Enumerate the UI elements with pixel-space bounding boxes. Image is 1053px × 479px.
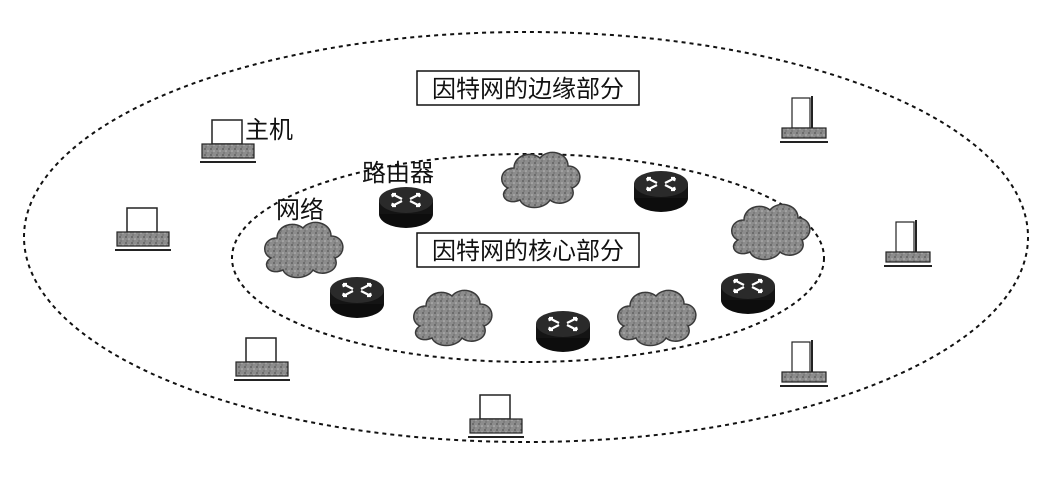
core-boundary (231, 153, 825, 363)
router-icon (328, 275, 386, 320)
host-label: 主机 (245, 116, 293, 144)
core-title-box: 因特网的核心部分 (416, 232, 640, 268)
router-icon (719, 271, 777, 316)
server-icon (779, 95, 829, 143)
network-cloud-icon (617, 289, 697, 347)
network-cloud-icon (501, 151, 581, 209)
host-icon (114, 207, 172, 251)
server-icon (883, 219, 933, 267)
host-icon (467, 394, 525, 438)
router-icon (377, 185, 435, 230)
network-cloud-icon (413, 289, 493, 347)
edge-boundary (23, 31, 1029, 443)
router-icon (632, 169, 690, 214)
router-icon (534, 309, 592, 354)
server-icon (779, 339, 829, 387)
network-cloud-icon (731, 203, 811, 261)
edge-title: 因特网的边缘部分 (432, 75, 624, 103)
router-label: 路由器 (362, 159, 434, 187)
core-title: 因特网的核心部分 (432, 237, 624, 265)
host-icon (233, 337, 291, 381)
network-cloud-icon (264, 221, 344, 279)
network-label: 网络 (276, 196, 324, 224)
edge-title-box: 因特网的边缘部分 (416, 70, 640, 106)
